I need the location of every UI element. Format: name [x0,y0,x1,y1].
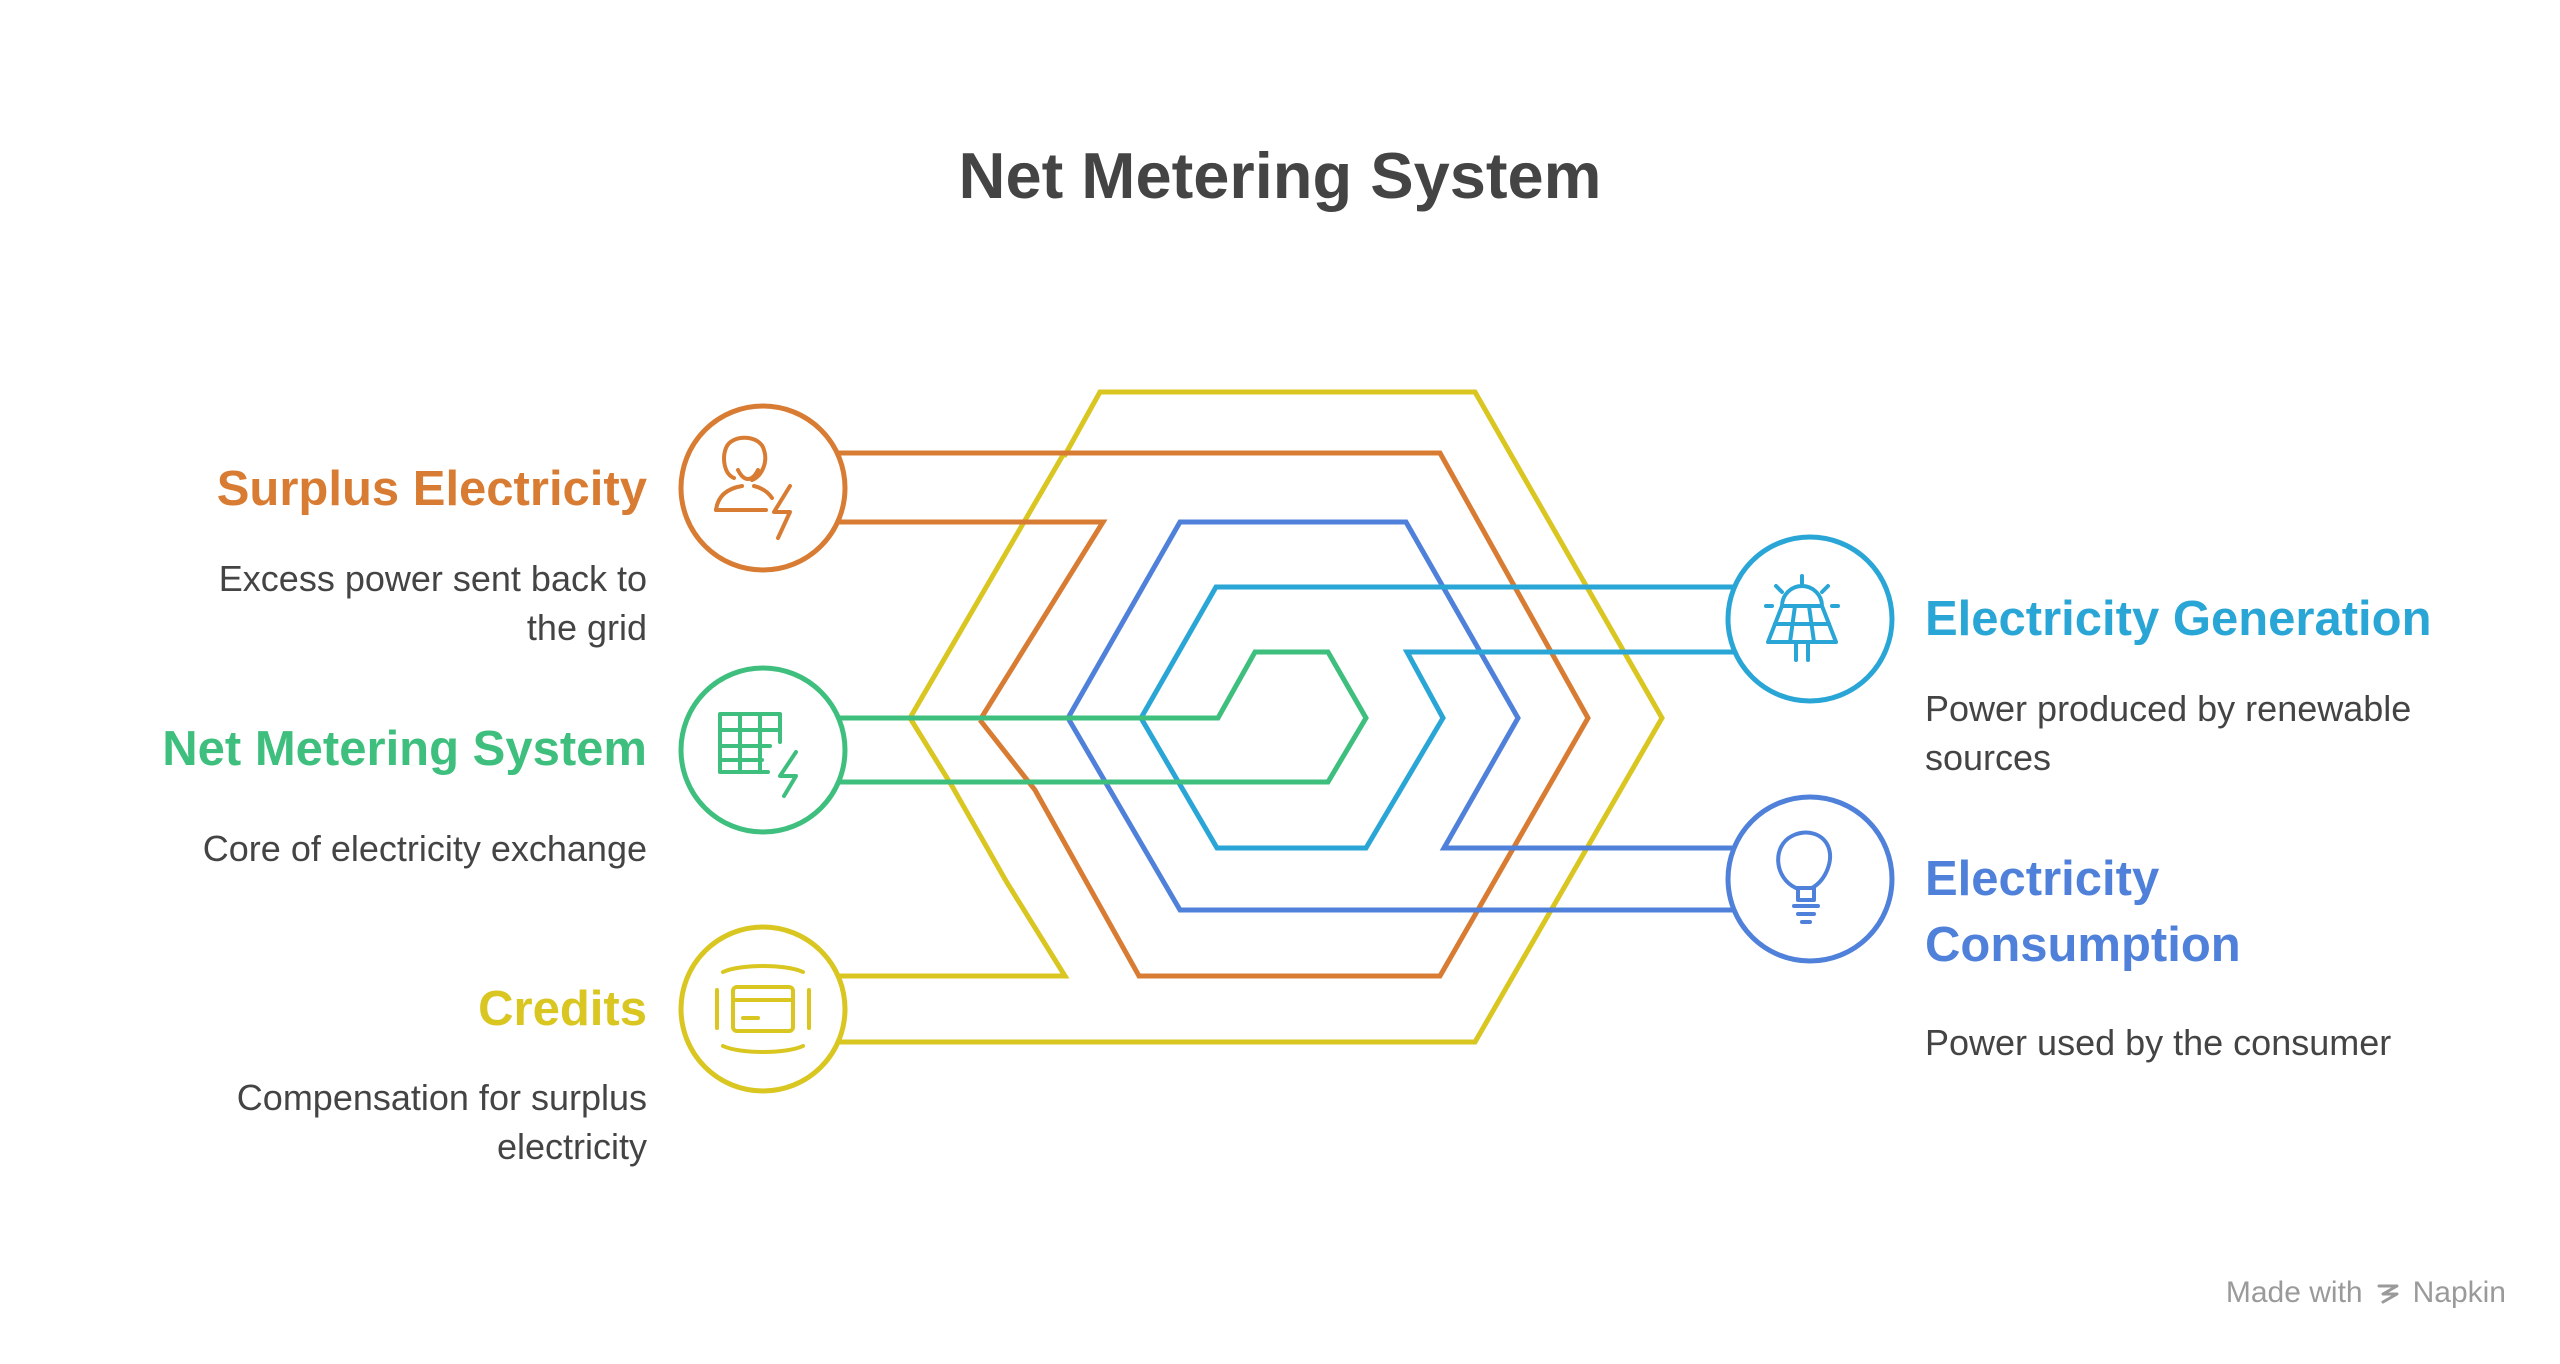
solar-panel-icon [1764,574,1840,662]
consumption-circle [1725,794,1895,964]
page-title: Net Metering System [958,139,1602,212]
watermark-prefix: Made with [2225,1276,2363,1309]
surplus-heading: Surplus Electricity [216,462,647,516]
generation-heading: Electricity Generation [1925,592,2432,646]
surplus-band [838,450,1591,979]
consumption-desc-line-1: Power used by the consumer [1925,1022,2392,1063]
generation-desc-line-1: Power produced by renewable [1925,688,2412,729]
credits-circle [678,924,848,1094]
credit-card-icon [715,964,811,1054]
consumption-heading-line-2: Consumption [1925,918,2241,972]
credits-heading: Credits [478,982,647,1036]
consumption-heading-line-1: Electricity [1925,852,2160,906]
system-desc: Core of electricity exchange [0,824,647,873]
generation-desc-line-2: sources [1925,737,2052,778]
system-heading: Net Metering System [162,722,647,776]
surplus-desc: Excess power sent back to the grid [0,554,647,652]
generation-band [1138,584,1737,851]
watermark-brand: Napkin [2412,1276,2506,1309]
consumption-desc: Power used by the consumer [1925,1018,2525,1067]
credits-desc-line-2: electricity [496,1126,647,1167]
surplus-desc-line-1: Excess power sent back to [218,558,647,599]
consumption-band [1065,519,1737,913]
light-bulb-icon [1776,830,1832,924]
person-lightning-icon [714,435,792,540]
credits-desc-line-1: Compensation for surplus [236,1077,647,1118]
consumption-heading: Electricity Consumption [1925,846,2525,978]
watermark[interactable]: Made with Napkin [2226,1276,2506,1310]
system-circle [678,665,848,835]
napkin-logo-icon [2377,1284,2399,1304]
credits-desc: Compensation for surplus electricity [0,1073,647,1171]
generation-desc: Power produced by renewable sources [1925,684,2525,782]
surplus-desc-line-2: the grid [526,607,647,648]
system-band [838,649,1369,785]
grid-lightning-icon [718,712,798,798]
system-desc-line-1: Core of electricity exchange [202,828,647,869]
